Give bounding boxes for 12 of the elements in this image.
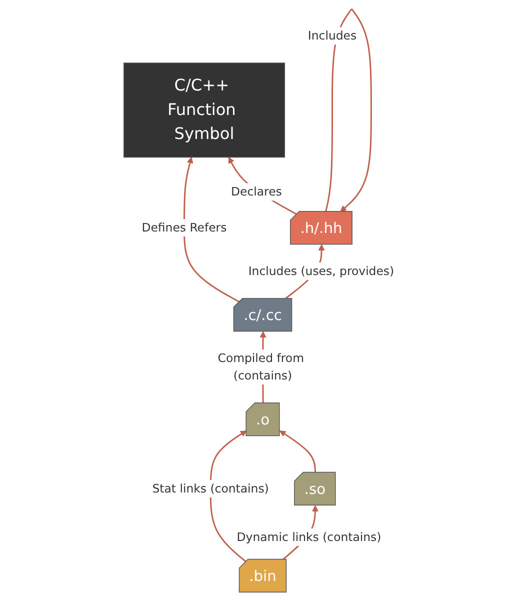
edge-label: Includes (uses, provides) — [248, 264, 394, 278]
edge-label: Includes — [307, 28, 356, 43]
arrow — [183, 156, 240, 303]
node-box: C/C++ Function Symbol — [123, 62, 285, 158]
arrow — [228, 156, 297, 216]
arrow — [279, 430, 316, 473]
edge-label: Defines Refers — [141, 220, 226, 234]
edge-label: Compiled from (contains) — [217, 350, 304, 382]
edge-label: Declares — [230, 184, 282, 199]
edge-label: Stat links (contains) — [152, 481, 268, 496]
edge-label: Dynamic links (contains) — [236, 530, 381, 544]
arrow — [209, 430, 246, 562]
